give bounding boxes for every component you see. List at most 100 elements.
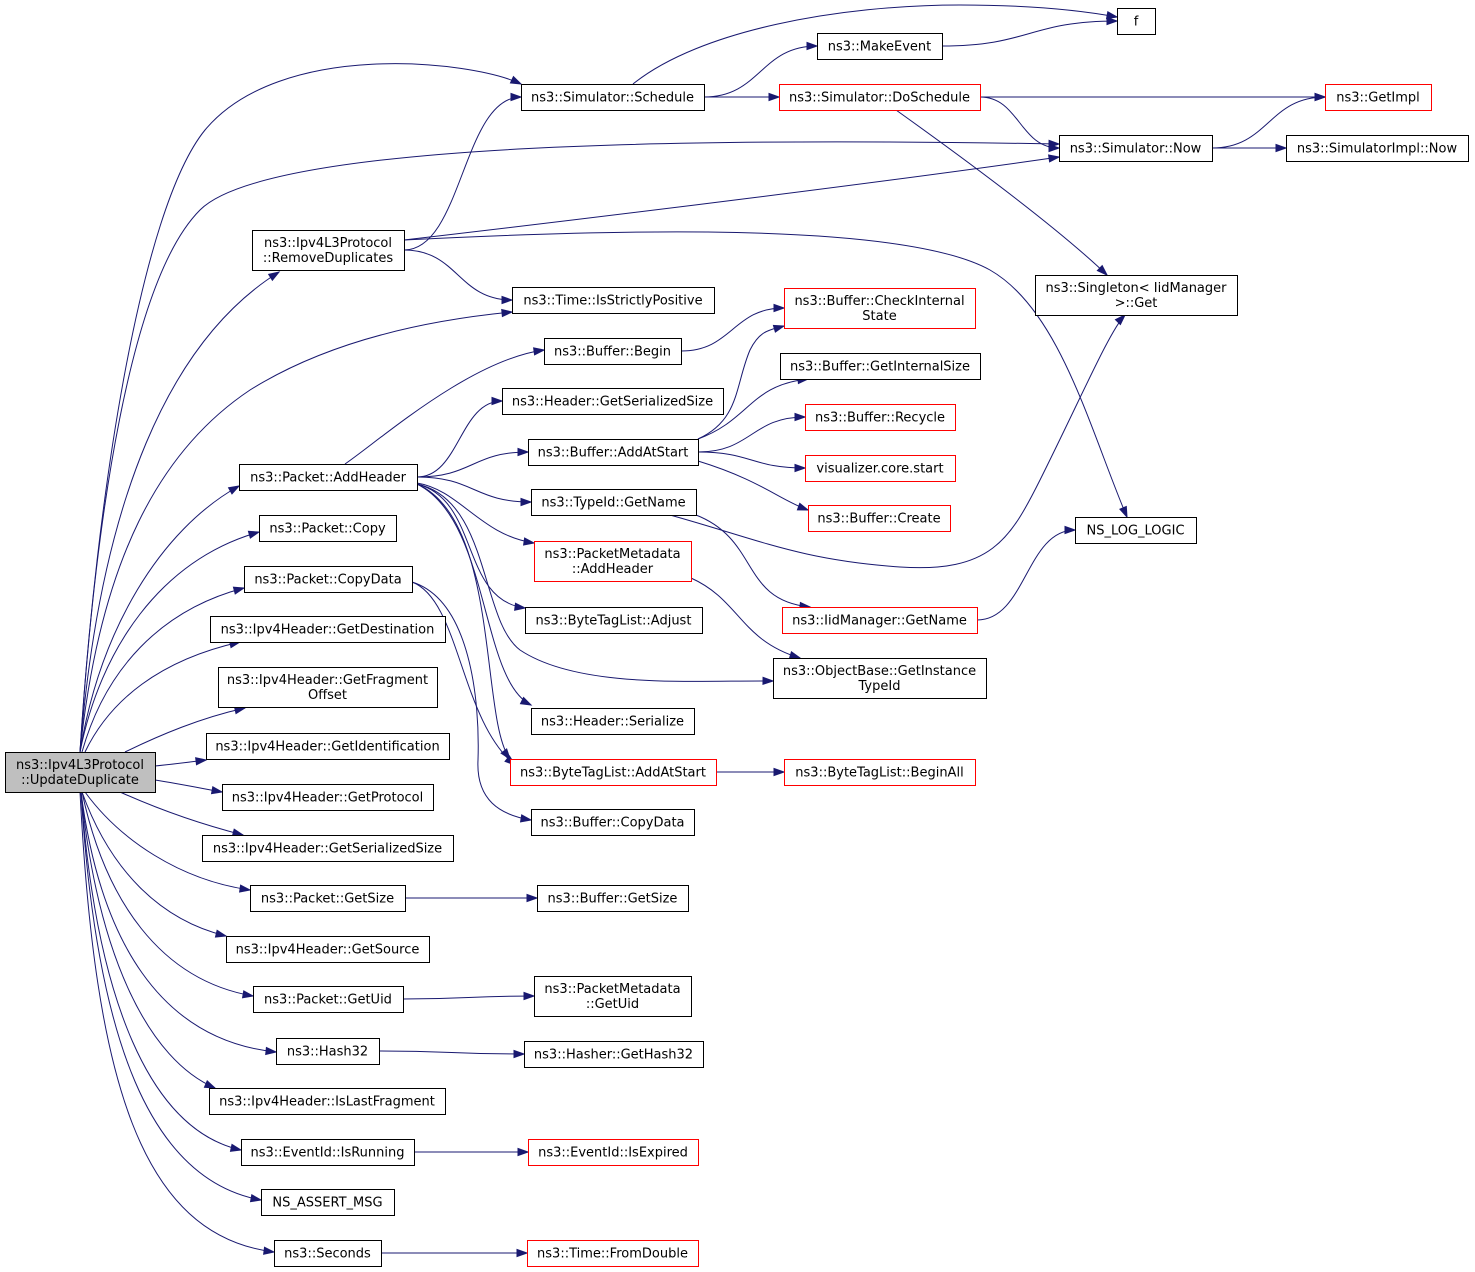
edge-isrunning-to-isexpired bbox=[414, 1147, 530, 1157]
node-getinternalsize[interactable]: ns3::Buffer::GetInternalSize bbox=[780, 353, 981, 380]
node-label: ns3::ByteTagList::BeginAll bbox=[795, 766, 963, 781]
edge-line bbox=[402, 995, 535, 1000]
node-addheader[interactable]: ns3::Packet::AddHeader bbox=[239, 464, 418, 491]
node-seconds[interactable]: ns3::Seconds bbox=[274, 1240, 382, 1267]
edge-updateduplicate-to-addheader bbox=[79, 485, 241, 753]
node-addatstart[interactable]: ns3::Buffer::AddAtStart bbox=[528, 439, 699, 466]
arrowhead bbox=[517, 447, 530, 457]
node-bufcreate[interactable]: ns3::Buffer::Create bbox=[808, 505, 951, 532]
node-isrunning[interactable]: ns3::EventId::IsRunning bbox=[241, 1139, 415, 1166]
node-box bbox=[259, 515, 397, 542]
node-copydata[interactable]: ns3::Packet::CopyData bbox=[244, 566, 413, 593]
node-label: ns3::ByteTagList::AddAtStart bbox=[520, 766, 706, 781]
edge-line bbox=[416, 482, 535, 544]
node-btlbeginall[interactable]: ns3::ByteTagList::BeginAll bbox=[784, 759, 976, 786]
node-box bbox=[521, 84, 705, 111]
node-label: f bbox=[1134, 15, 1139, 30]
node-box bbox=[524, 1041, 704, 1068]
edge-updateduplicate-to-assertmsg bbox=[80, 791, 263, 1203]
node-assertmsg[interactable]: NS_ASSERT_MSG bbox=[261, 1189, 395, 1216]
node-pktcopy[interactable]: ns3::Packet::Copy bbox=[259, 515, 397, 542]
arrowhead bbox=[509, 75, 523, 85]
node-schedule[interactable]: ns3::Simulator::Schedule bbox=[521, 84, 705, 111]
edge-addheader-to-hdrsersize bbox=[416, 396, 504, 478]
edge-line bbox=[690, 577, 801, 659]
arrowhead bbox=[794, 463, 807, 473]
node-getdest[interactable]: ns3::Ipv4Header::GetDestination bbox=[210, 616, 446, 643]
node-strictpos[interactable]: ns3::Time::IsStrictlyPositive bbox=[512, 287, 715, 314]
edge-line bbox=[416, 483, 526, 609]
node-getident[interactable]: ns3::Ipv4Header::GetIdentification bbox=[206, 733, 450, 760]
node-singleton[interactable]: ns3::Singleton< IidManager >::Get bbox=[1035, 275, 1238, 316]
node-bytetagadjust[interactable]: ns3::ByteTagList::Adjust bbox=[525, 607, 703, 634]
node-hdrsersize[interactable]: ns3::Header::GetSerializedSize bbox=[502, 388, 724, 415]
edge-schedule-to-f bbox=[632, 4, 1119, 85]
edge-hash32-to-gethash32 bbox=[378, 1049, 526, 1059]
arrowhead bbox=[227, 485, 241, 495]
node-islastfrag[interactable]: ns3::Ipv4Header::IsLastFragment bbox=[209, 1088, 446, 1115]
edge-updateduplicate-to-getsource bbox=[81, 791, 228, 938]
edge-updateduplicate-to-strictpos bbox=[79, 308, 514, 753]
node-pktgetsize[interactable]: ns3::Packet::GetSize bbox=[250, 885, 406, 912]
node-updateduplicate[interactable]: ns3::Ipv4L3Protocol::UpdateDuplicate bbox=[5, 752, 156, 793]
node-now[interactable]: ns3::Simulator::Now bbox=[1059, 135, 1213, 162]
edge-line bbox=[79, 485, 240, 753]
node-doschedule[interactable]: ns3::Simulator::DoSchedule bbox=[779, 84, 981, 111]
arrowhead bbox=[1114, 313, 1127, 326]
node-getsource[interactable]: ns3::Ipv4Header::GetSource bbox=[226, 936, 430, 963]
edge-line bbox=[697, 460, 809, 511]
node-btladdatstart[interactable]: ns3::ByteTagList::AddAtStart bbox=[510, 759, 717, 786]
node-fromdouble[interactable]: ns3::Time::FromDouble bbox=[527, 1240, 699, 1267]
node-bufbegin[interactable]: ns3::Buffer::Begin bbox=[544, 338, 682, 365]
node-metagetuid[interactable]: ns3::PacketMetadata::GetUid bbox=[534, 976, 692, 1017]
edge-updateduplicate-to-pktgetuid bbox=[81, 791, 255, 999]
arrowhead bbox=[241, 990, 255, 999]
node-vizstart[interactable]: visualizer.core.start bbox=[805, 455, 956, 482]
node-implnow[interactable]: ns3::SimulatorImpl::Now bbox=[1286, 135, 1469, 162]
node-makeevent[interactable]: ns3::MakeEvent bbox=[817, 33, 943, 60]
node-pktgetuid[interactable]: ns3::Packet::GetUid bbox=[253, 986, 404, 1013]
node-gethash32[interactable]: ns3::Hasher::GetHash32 bbox=[524, 1041, 704, 1068]
arrowhead bbox=[239, 884, 252, 893]
node-ipv4sersize[interactable]: ns3::Ipv4Header::GetSerializedSize bbox=[202, 835, 454, 862]
node-getimpl[interactable]: ns3::GetImpl bbox=[1325, 84, 1432, 111]
node-recycle[interactable]: ns3::Buffer::Recycle bbox=[805, 404, 956, 431]
edge-line bbox=[976, 529, 1076, 621]
edge-updateduplicate-to-copydata bbox=[81, 586, 246, 753]
edge-updateduplicate-to-getident bbox=[154, 757, 208, 767]
node-label: ns3::EventId::IsExpired bbox=[538, 1146, 688, 1161]
node-label: ns3::Buffer::CheckInternal bbox=[794, 294, 964, 309]
arrowhead bbox=[522, 537, 536, 546]
edge-line bbox=[81, 791, 227, 937]
node-isexpired[interactable]: ns3::EventId::IsExpired bbox=[528, 1139, 699, 1166]
node-label: ns3::SimulatorImpl::Now bbox=[1297, 142, 1458, 157]
node-removedup[interactable]: ns3::Ipv4L3Protocol::RemoveDuplicates bbox=[252, 230, 405, 271]
node-box bbox=[534, 976, 692, 1017]
node-iidgetname[interactable]: ns3::IidManager::GetName bbox=[782, 607, 978, 634]
node-box bbox=[202, 835, 454, 862]
node-metaaddheader[interactable]: ns3::PacketMetadata::AddHeader bbox=[534, 541, 692, 582]
node-bufgetsize[interactable]: ns3::Buffer::GetSize bbox=[537, 885, 689, 912]
edge-line bbox=[416, 451, 529, 478]
node-typeidname[interactable]: ns3::TypeId::GetName bbox=[531, 489, 697, 516]
node-hash32[interactable]: ns3::Hash32 bbox=[276, 1038, 380, 1065]
edge-line bbox=[411, 581, 516, 766]
arrowhead bbox=[263, 1246, 276, 1255]
node-label: ns3::Time::FromDouble bbox=[537, 1247, 688, 1262]
node-f[interactable]: f bbox=[1117, 8, 1156, 35]
edge-line bbox=[416, 483, 532, 706]
node-box bbox=[527, 1240, 699, 1267]
edge-line bbox=[697, 416, 806, 453]
node-hdrserialize[interactable]: ns3::Header::Serialize bbox=[531, 708, 695, 735]
arrowhead bbox=[1314, 92, 1327, 102]
node-getprotocol[interactable]: ns3::Ipv4Header::GetProtocol bbox=[222, 784, 434, 811]
node-nslog[interactable]: NS_LOG_LOGIC bbox=[1075, 517, 1197, 544]
node-bufcopydata[interactable]: ns3::Buffer::CopyData bbox=[531, 809, 695, 836]
node-box bbox=[276, 1038, 380, 1065]
node-label: ns3::Simulator::Now bbox=[1070, 142, 1202, 157]
edge-line bbox=[344, 349, 545, 465]
node-box bbox=[1075, 517, 1197, 544]
